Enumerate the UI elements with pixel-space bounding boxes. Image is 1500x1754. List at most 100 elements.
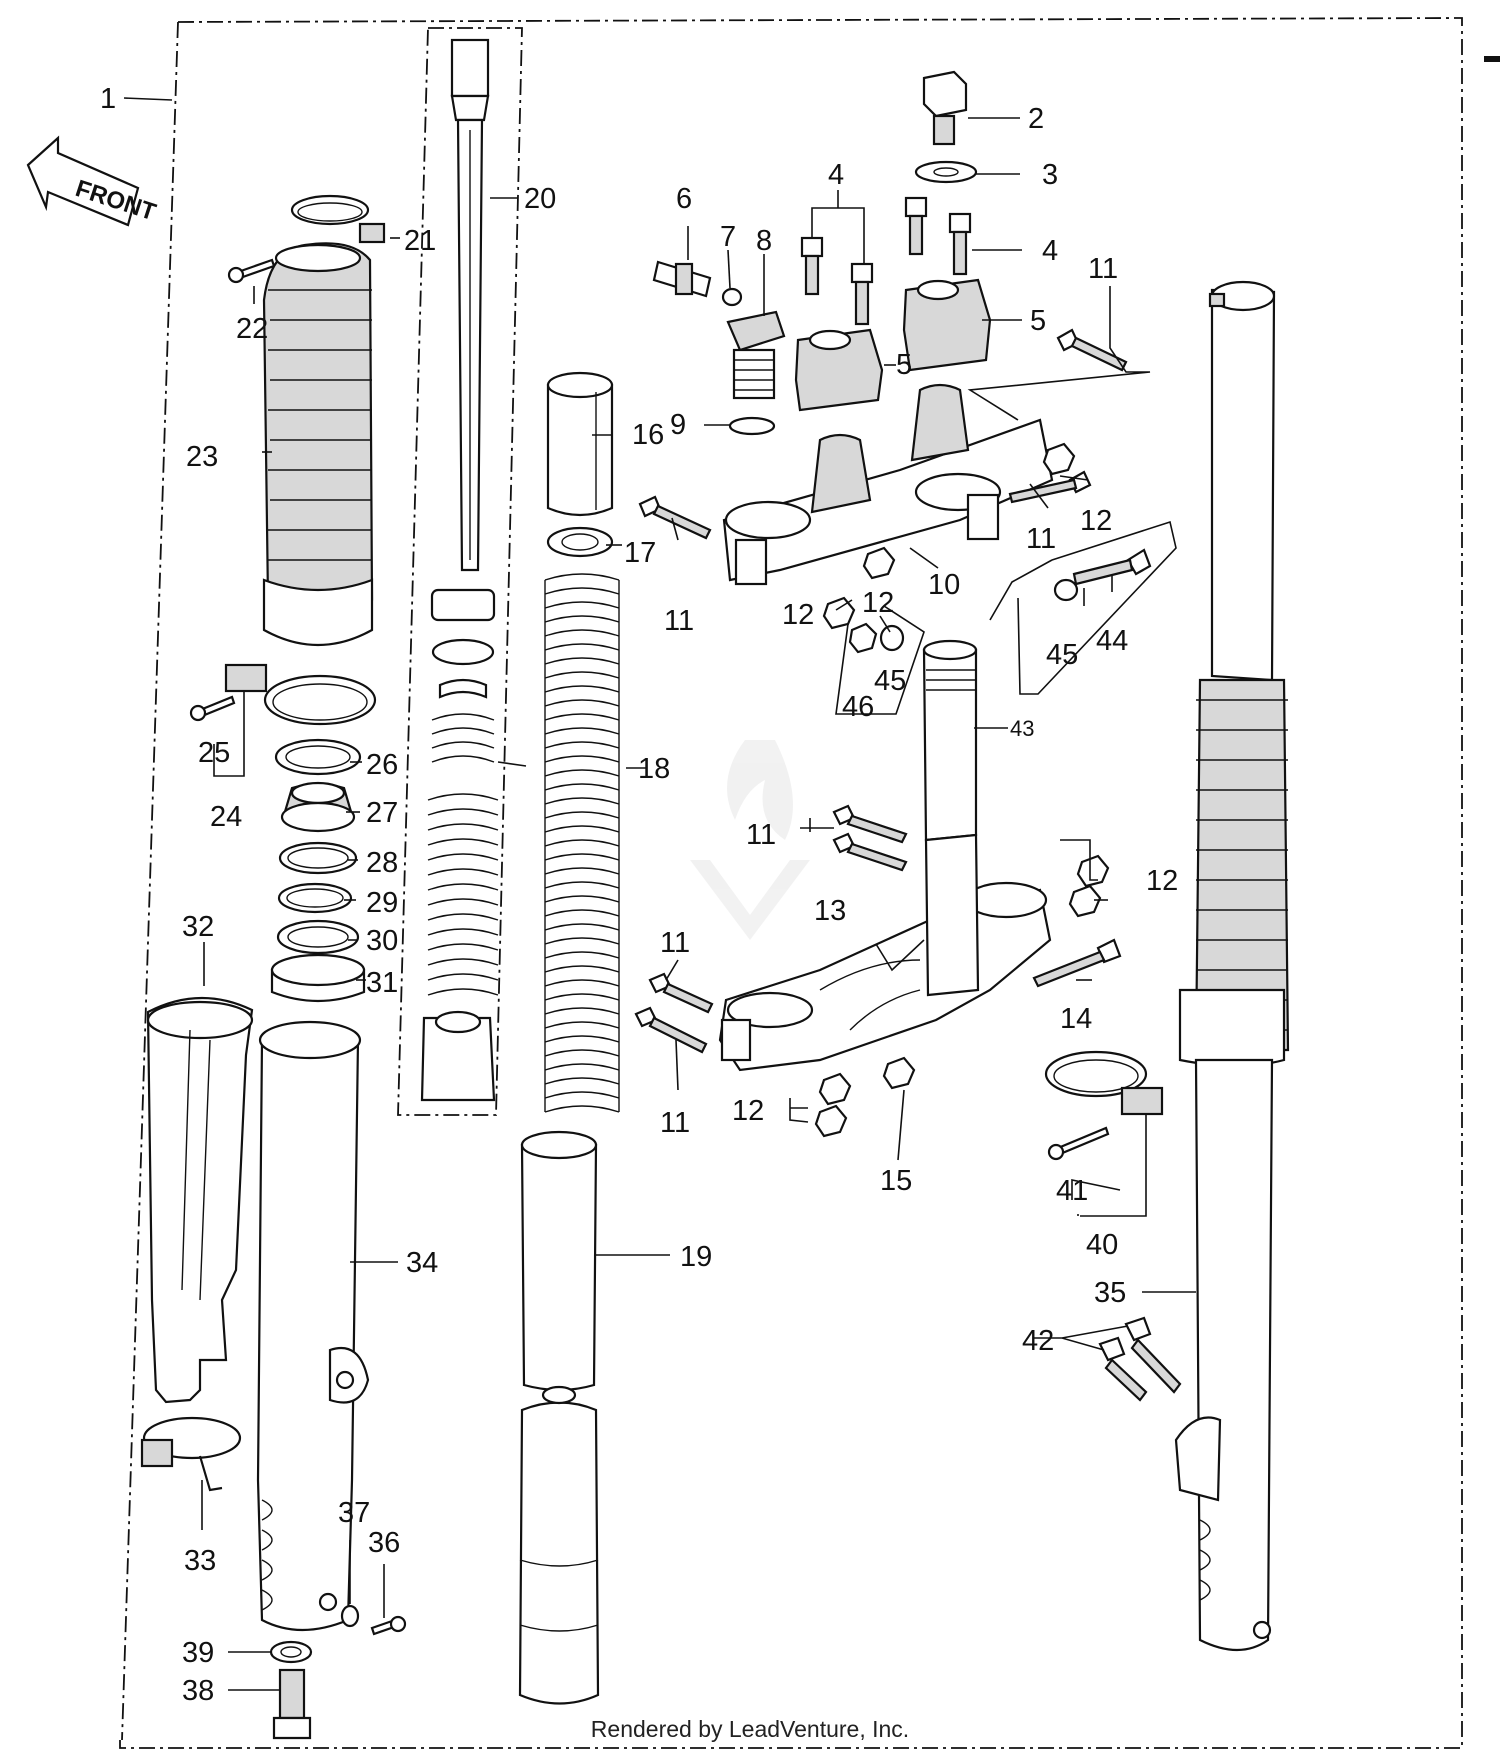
callout-30: 30 (366, 925, 398, 957)
part-25-screw (189, 695, 236, 722)
callout-21: 21 (404, 225, 436, 257)
part-15-nut (882, 1056, 916, 1090)
part-44-bolt (1072, 548, 1152, 586)
part-26-seal (274, 738, 362, 776)
part-4-bolts (800, 196, 972, 326)
callout-39: 39 (182, 1637, 214, 1669)
callout-32: 32 (182, 911, 214, 943)
callout-12c: 12 (862, 587, 894, 619)
callout-5a: 5 (1030, 305, 1046, 337)
part-28-clip (278, 841, 358, 875)
callout-6: 6 (676, 183, 692, 215)
callout-44: 44 (1096, 625, 1128, 657)
callout-28: 28 (366, 847, 398, 879)
callout-1: 1 (100, 83, 116, 115)
part-46-nut (848, 622, 878, 654)
callout-4a: 4 (828, 159, 844, 191)
part-13-lower-bracket (718, 833, 1052, 1072)
callout-12a: 12 (1080, 505, 1112, 537)
part-11-upper-bolts (638, 328, 1128, 540)
part-38-bolt (272, 1668, 312, 1740)
part-42-bolts (1098, 1316, 1182, 1402)
part-33-clamp (140, 1416, 242, 1492)
callout-26: 26 (366, 749, 398, 781)
part-3-washer (914, 160, 978, 184)
callout-31: 31 (366, 967, 398, 999)
part-31-bushing (270, 953, 366, 1003)
callout-29: 29 (366, 887, 398, 919)
callout-45b: 45 (874, 665, 906, 697)
callout-35: 35 (1094, 1277, 1126, 1309)
callout-46: 46 (842, 691, 874, 723)
part-7-oring (721, 287, 743, 307)
callout-27: 27 (366, 797, 398, 829)
callout-23: 23 (186, 441, 218, 473)
front-arrow-icon: FRONT (26, 135, 159, 227)
callout-33: 33 (184, 1545, 216, 1577)
part-41-screw (1047, 1126, 1110, 1161)
callout-11a: 11 (1088, 253, 1118, 285)
part-16-spacer (546, 371, 614, 517)
inner-spring-stack (420, 588, 499, 1102)
callout-2: 2 (1028, 103, 1044, 135)
callout-34: 34 (406, 1247, 438, 1279)
callout-8: 8 (756, 225, 772, 257)
callout-38: 38 (182, 1675, 214, 1707)
callout-42: 42 (1022, 1325, 1054, 1357)
part-40-band (1044, 1050, 1164, 1116)
part-14-bolt (1032, 938, 1122, 988)
callout-7: 7 (720, 221, 736, 253)
watermark-logo (690, 740, 810, 940)
leader-lines (123, 97, 1196, 1691)
callout-11b: 11 (664, 605, 694, 637)
callout-17: 17 (624, 537, 656, 569)
callout-11d: 11 (746, 819, 776, 851)
callout-43: 43 (1010, 716, 1034, 741)
callout-13: 13 (814, 895, 846, 927)
render-credit: Rendered by LeadVenture, Inc. (590, 1716, 910, 1742)
part-12-upper-nuts (822, 442, 1076, 630)
callout-20: 20 (524, 183, 556, 215)
part-20-cylinder-unit (420, 38, 499, 1102)
callout-36: 36 (368, 1527, 400, 1559)
callout-10: 10 (928, 569, 960, 601)
part-24-band (224, 663, 377, 726)
part-12-lower-nuts (814, 854, 1110, 1138)
part-39-washer (269, 1640, 313, 1664)
part-2-bolt (922, 70, 968, 146)
callout-4b: 4 (1042, 235, 1058, 267)
callout-9: 9 (670, 409, 686, 441)
part-19-inner-tube (518, 1130, 600, 1705)
part-27-dust-seal (280, 781, 356, 833)
part-34-outer-tube-left (256, 1020, 370, 1632)
part-22-screw (227, 258, 276, 284)
part-29-clip (277, 882, 353, 914)
part-9-oring (728, 416, 776, 436)
callout-labels: 1 2 3 4 4 5 5 6 7 8 9 10 11 11 11 11 11 … (100, 83, 1178, 1707)
part-6-fitting (652, 260, 712, 298)
callout-11c: 11 (1026, 523, 1056, 555)
callout-19: 19 (680, 1241, 712, 1273)
callout-18: 18 (638, 753, 670, 785)
part-30-washer (276, 919, 360, 955)
callout-41: 41 (1056, 1175, 1088, 1207)
part-18-fork-spring (544, 573, 620, 1113)
callout-5b: 5 (896, 349, 912, 381)
part-17-seat (546, 526, 614, 558)
callout-12e: 12 (732, 1095, 764, 1127)
part-43-steering-stem (922, 639, 978, 842)
part-23-fork-boot (262, 242, 374, 646)
callout-12d: 12 (1146, 865, 1178, 897)
part-11-lower-bolts (634, 804, 908, 1054)
callout-12b: 12 (782, 599, 814, 631)
assembly-frame (119, 17, 1463, 1749)
part-35-fork-leg-right (1174, 280, 1290, 1651)
part-5-holders (794, 278, 992, 412)
part-36-screw (370, 1615, 407, 1636)
part-8-cap-bolt (726, 310, 786, 400)
callout-25: 25 (198, 737, 230, 769)
part-21-boot-band (290, 194, 386, 244)
callout-15: 15 (880, 1165, 912, 1197)
callout-11e: 11 (660, 927, 690, 959)
